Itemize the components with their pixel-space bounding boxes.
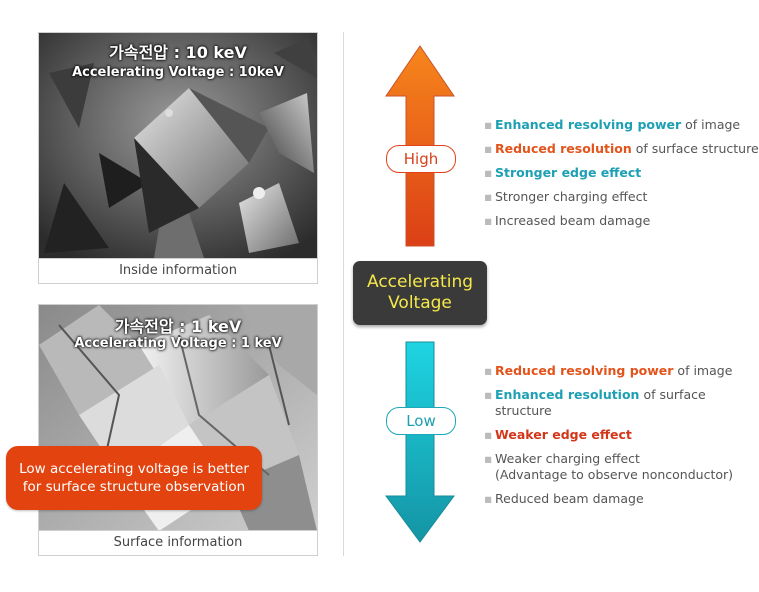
high-label: High bbox=[386, 145, 456, 173]
effect-text: Increased beam damage bbox=[495, 213, 651, 228]
effect-highlight: Enhanced resolving power bbox=[495, 117, 682, 132]
sem-title-kr-1kev: 가속전압 : 1 keV bbox=[114, 317, 242, 336]
sem-title-en-10kev: Accelerating Voltage : 10keV bbox=[72, 65, 284, 80]
effect-highlight: Enhanced resolution bbox=[495, 387, 640, 402]
sem-panel-10kev: 가속전압 : 10 keV Accelerating Voltage : 10k… bbox=[38, 32, 318, 284]
callout-line-1: Low accelerating voltage is better bbox=[19, 461, 249, 477]
bullet-icon: ▪ bbox=[484, 141, 493, 156]
low-voltage-effects-list: ▪Reduced resolving power of image ▪Enhan… bbox=[484, 363, 759, 515]
bullet-icon: ▪ bbox=[484, 213, 493, 228]
bullet-icon: ▪ bbox=[484, 427, 493, 442]
bullet-icon: ▪ bbox=[484, 165, 493, 180]
accelerating-voltage-box: Accelerating Voltage bbox=[353, 261, 487, 325]
list-item: ▪Stronger edge effect bbox=[484, 165, 759, 181]
bullet-icon: ▪ bbox=[484, 451, 493, 466]
effect-highlight: Stronger edge effect bbox=[495, 165, 642, 180]
effect-highlight: Reduced resolving power bbox=[495, 363, 674, 378]
list-item: ▪Increased beam damage bbox=[484, 213, 759, 229]
list-item: ▪Enhanced resolving power of image bbox=[484, 117, 759, 133]
sem-title-en-1kev: Accelerating Voltage : 1 keV bbox=[74, 336, 282, 351]
vertical-divider bbox=[343, 32, 344, 556]
effect-text: of surface structure bbox=[495, 387, 706, 418]
callout-line-2: for surface structure observation bbox=[22, 479, 246, 495]
effect-text: Weaker charging effect bbox=[495, 451, 640, 466]
effect-highlight: Reduced resolution bbox=[495, 141, 632, 156]
center-line-2: Voltage bbox=[388, 293, 452, 313]
list-item: ▪Weaker edge effect bbox=[484, 427, 759, 443]
bullet-icon: ▪ bbox=[484, 387, 493, 402]
bullet-icon: ▪ bbox=[484, 189, 493, 204]
sem-panel-1kev: 가속전압 : 1 keV Accelerating Voltage : 1 ke… bbox=[38, 304, 318, 556]
sem-image-10kev-graphic bbox=[39, 33, 317, 259]
list-item: ▪Reduced resolving power of image bbox=[484, 363, 759, 379]
surface-observation-callout: Low accelerating voltage is better for s… bbox=[6, 446, 262, 510]
sem-image-10kev: 가속전압 : 10 keV Accelerating Voltage : 10k… bbox=[39, 33, 317, 259]
effect-text: of image bbox=[681, 117, 741, 132]
effect-highlight: Weaker edge effect bbox=[495, 427, 632, 442]
list-item: ▪Weaker charging effect(Advantage to obs… bbox=[484, 451, 759, 483]
effect-text: of surface structure bbox=[631, 141, 759, 156]
effect-text: Reduced beam damage bbox=[495, 491, 644, 506]
bullet-icon: ▪ bbox=[484, 117, 493, 132]
low-label: Low bbox=[386, 407, 456, 435]
list-item: ▪Stronger charging effect bbox=[484, 189, 759, 205]
caption-surface-information: Surface information bbox=[39, 530, 317, 555]
effect-subtext: (Advantage to observe nonconductor) bbox=[495, 467, 734, 482]
list-item: ▪Reduced beam damage bbox=[484, 491, 759, 507]
high-voltage-effects-list: ▪Enhanced resolving power of image ▪Redu… bbox=[484, 117, 759, 237]
list-item: ▪Reduced resolution of surface structure bbox=[484, 141, 759, 157]
bullet-icon: ▪ bbox=[484, 363, 493, 378]
effect-text: Stronger charging effect bbox=[495, 189, 648, 204]
effect-text: of image bbox=[673, 363, 733, 378]
center-line-1: Accelerating bbox=[366, 272, 474, 292]
bullet-icon: ▪ bbox=[484, 491, 493, 506]
sem-title-kr-10kev: 가속전압 : 10 keV bbox=[109, 43, 247, 62]
down-arrow bbox=[385, 341, 455, 543]
caption-inside-information: Inside information bbox=[39, 258, 317, 283]
list-item: ▪Enhanced resolution of surface structur… bbox=[484, 387, 759, 419]
